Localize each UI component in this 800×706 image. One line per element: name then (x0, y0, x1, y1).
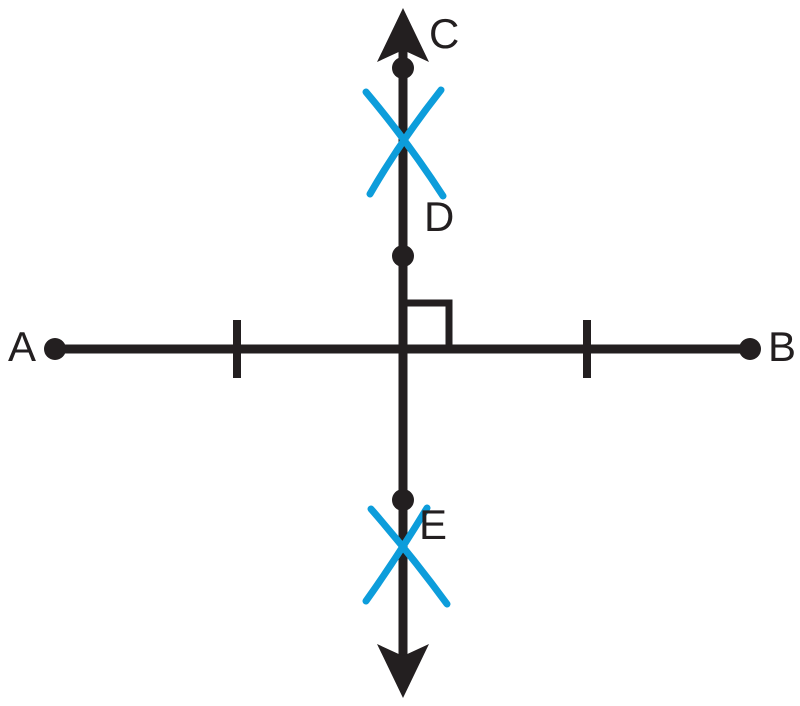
arc-lower-left (367, 505, 451, 608)
arrowhead-down-icon (377, 644, 429, 698)
label-b: B (768, 323, 796, 370)
point-d-dot (392, 245, 414, 267)
point-c-dot (392, 57, 414, 79)
arc-upper-right (366, 86, 445, 198)
label-d: D (424, 193, 454, 240)
point-e-dot (392, 489, 414, 511)
label-e: E (419, 501, 447, 548)
arrowhead-up-icon (377, 8, 429, 62)
point-a-dot (44, 338, 66, 360)
arc-lower-right (362, 504, 431, 605)
point-b-dot (739, 338, 761, 360)
right-angle-marker (407, 299, 453, 345)
label-a: A (8, 323, 36, 370)
label-c: C (429, 10, 459, 57)
